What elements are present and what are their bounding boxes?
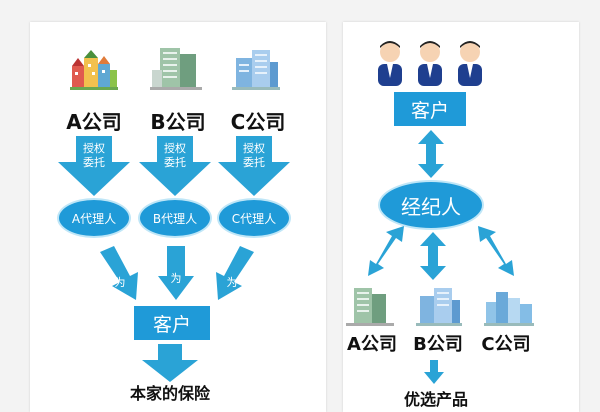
- right-company-b-label: B公司: [413, 334, 463, 355]
- colorful-houses-icon: [70, 50, 118, 90]
- authorize-label-b: 授权 委托: [164, 142, 186, 169]
- right-company-a-label: A公司: [347, 334, 397, 355]
- right-office-tower-icon: [346, 288, 394, 326]
- authorize-arrow-c: [218, 136, 290, 196]
- right-blue-building-icon: [416, 288, 462, 326]
- authorize-label-a: 授权 委托: [83, 142, 105, 169]
- result-arrow-right: [424, 360, 444, 384]
- agent-a: A代理人: [57, 198, 131, 238]
- client-broker-arrow: [418, 130, 444, 178]
- blue-building-icon: [232, 50, 280, 90]
- broker-ellipse: 经纪人: [378, 180, 484, 230]
- result-arrow-left: [142, 344, 198, 382]
- for-arrow-b: [158, 246, 194, 300]
- authorize-label-c: 授权 委托: [243, 142, 265, 169]
- agent-b: B代理人: [138, 198, 212, 238]
- company-b-label: B公司: [150, 110, 206, 134]
- right-company-c-label: C公司: [481, 334, 531, 355]
- left-result: 本家的保险: [129, 384, 210, 403]
- right-client-box: 客户: [394, 92, 466, 126]
- left-client-box: 客户: [134, 306, 210, 340]
- agent-c: C代理人: [217, 198, 291, 238]
- broker-to-c-arrow: [478, 226, 514, 276]
- office-tower-icon: [150, 48, 202, 90]
- for-label-c: 为: [226, 276, 238, 289]
- broker-to-a-arrow: [368, 226, 404, 276]
- for-arrow-c: [216, 246, 254, 300]
- for-label-b: 为: [170, 272, 182, 285]
- authorize-arrow-a: [58, 136, 130, 196]
- businessmen-icon: [378, 41, 482, 86]
- right-city-icon: [484, 292, 534, 326]
- authorize-arrow-b: [139, 136, 211, 196]
- company-c-label: C公司: [230, 110, 286, 134]
- right-result: 优选产品: [403, 390, 468, 409]
- for-label-a: 为: [114, 276, 126, 289]
- company-a-label: A公司: [66, 110, 122, 134]
- for-arrow-a: [100, 246, 138, 300]
- broker-to-b-arrow: [420, 232, 446, 280]
